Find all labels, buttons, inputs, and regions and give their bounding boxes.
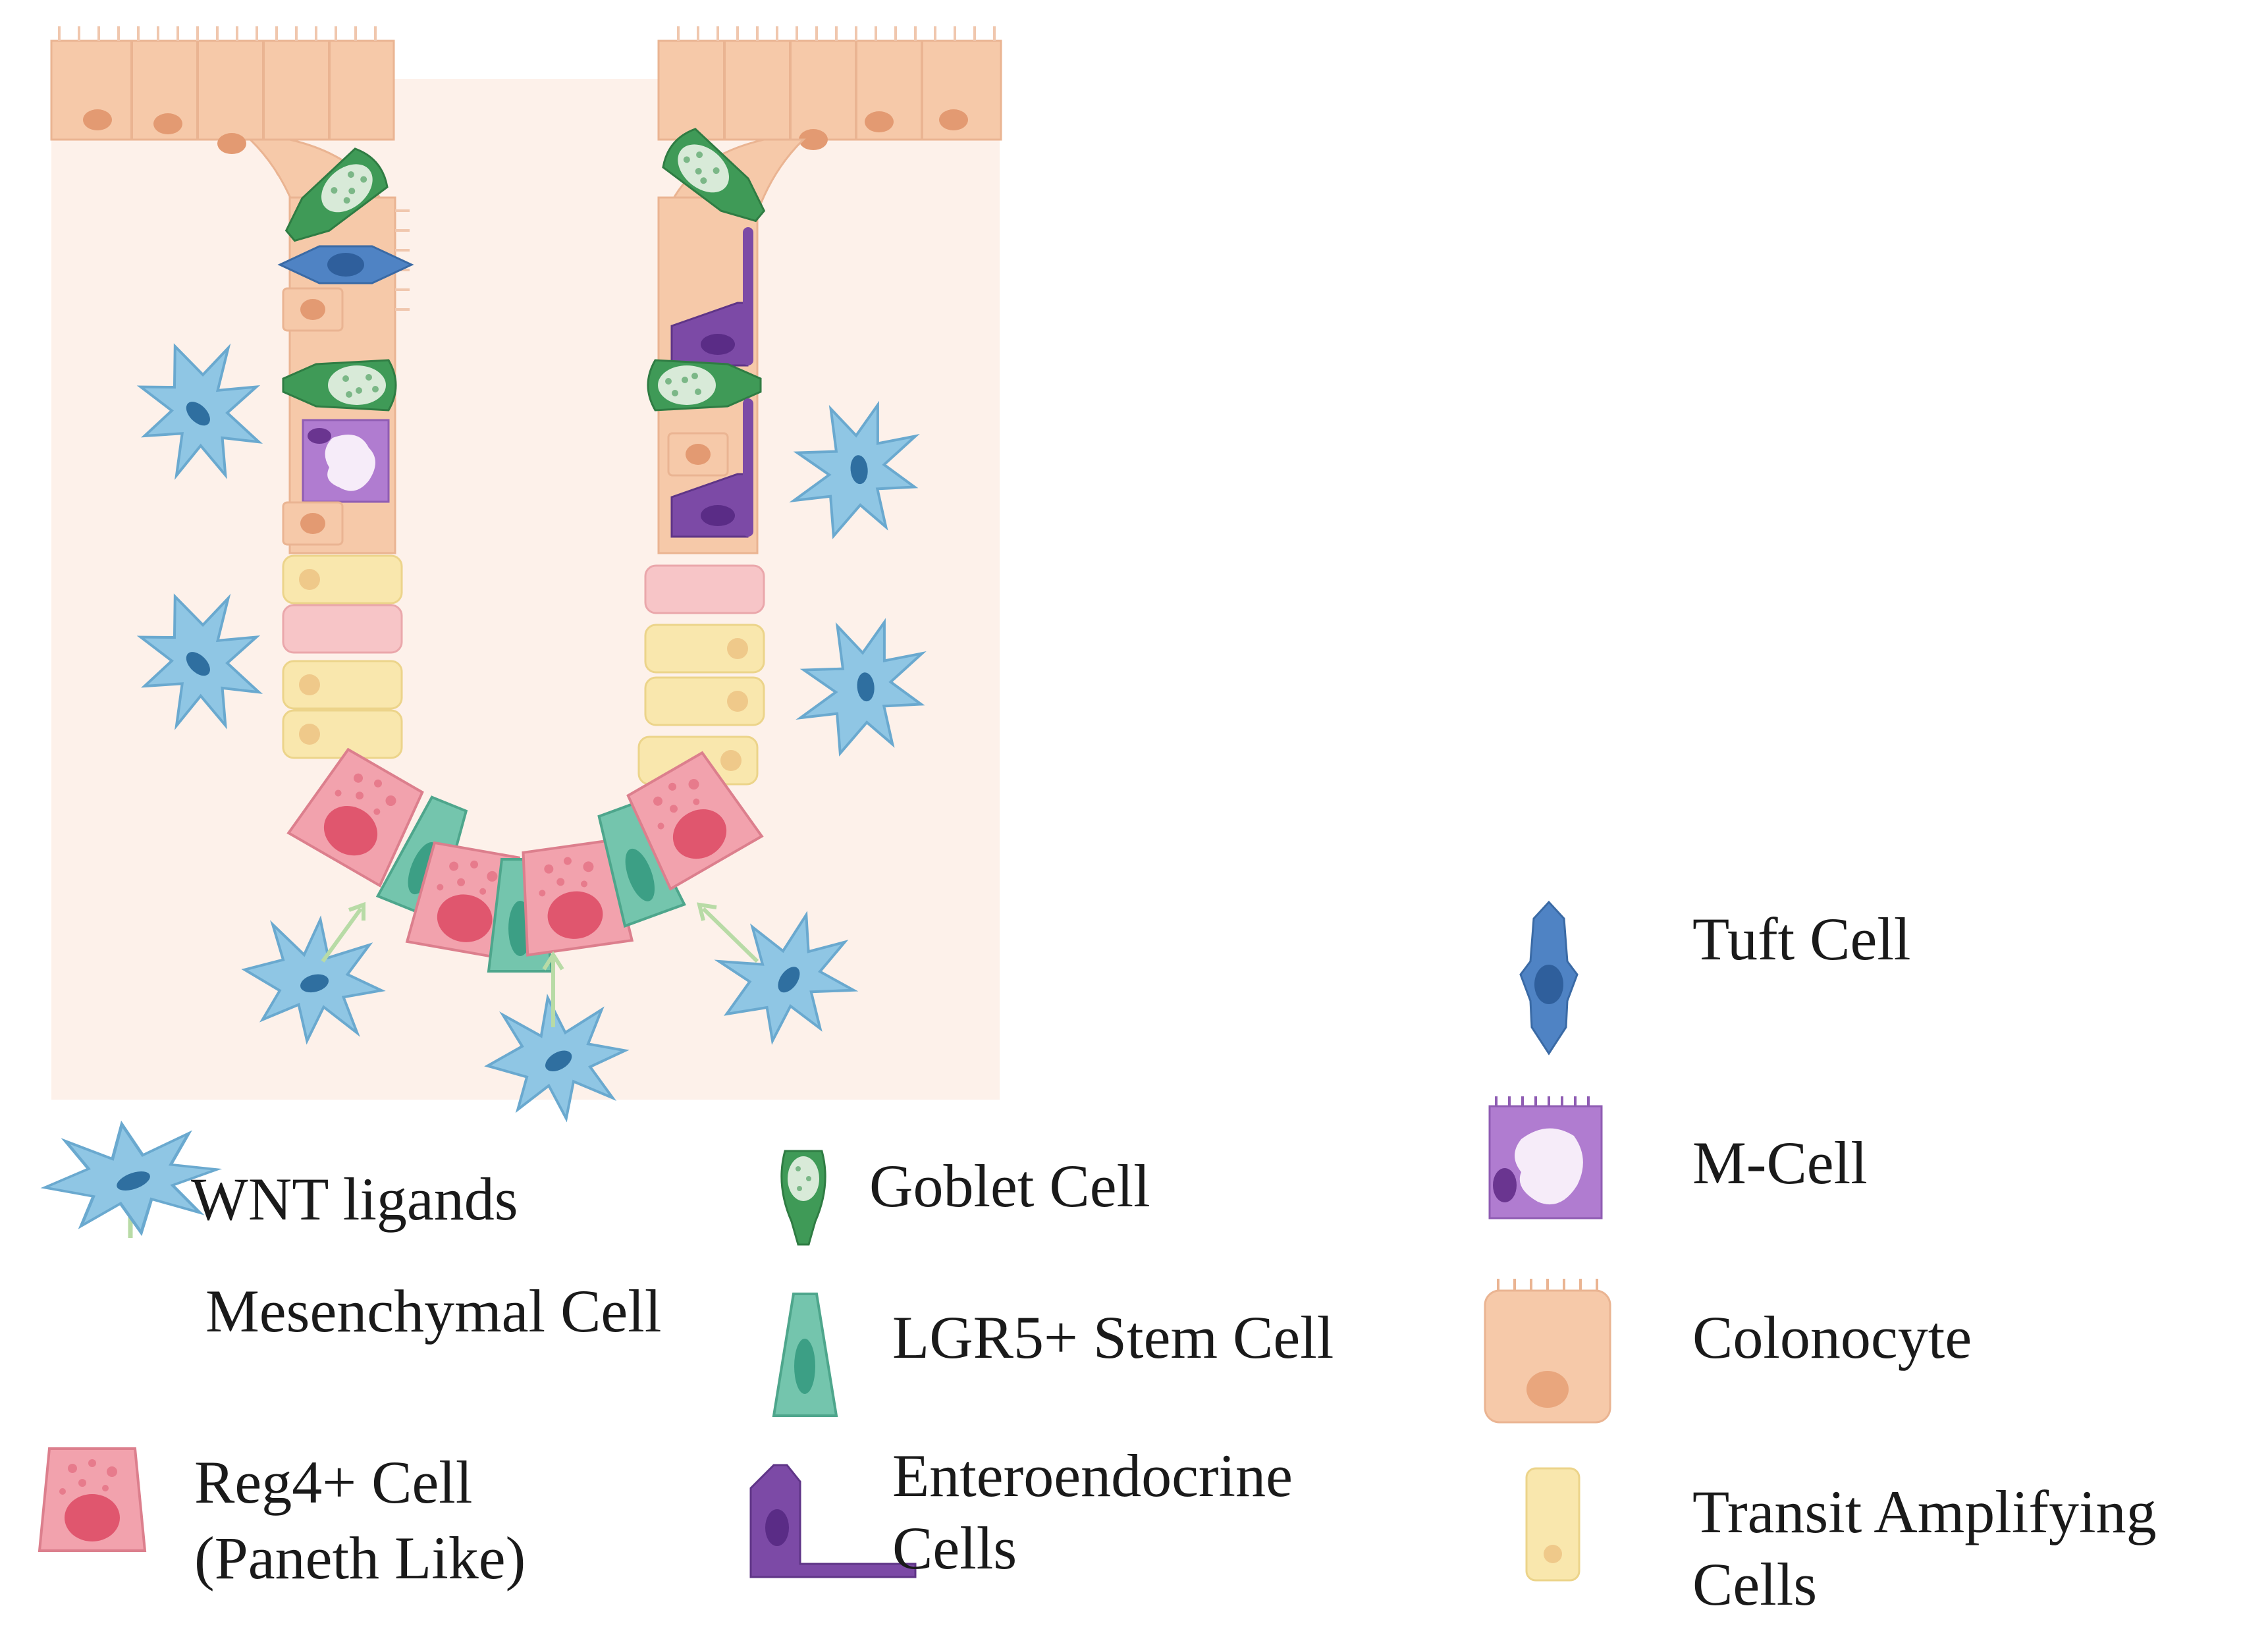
legend-label-colonocyte: Colonocyte bbox=[1692, 1304, 1972, 1371]
goblet-cell-icon bbox=[780, 1150, 826, 1246]
legend-label-reg4-line1: Reg4+ Cell bbox=[194, 1449, 473, 1516]
transit-amplifying-cell-icon bbox=[1525, 1467, 1580, 1582]
legend-label-lgr5: LGR5+ Stem Cell bbox=[892, 1304, 1334, 1371]
crypt-wall-left bbox=[273, 143, 413, 554]
enteroendocrine-cell-icon bbox=[749, 1464, 917, 1578]
tuft-cell-icon bbox=[1519, 900, 1579, 1056]
legend-label-enteroendocrine-line2: Cells bbox=[892, 1514, 1017, 1582]
legend-label-reg4-line2: (Paneth Like) bbox=[194, 1524, 526, 1592]
m-cell-icon bbox=[1488, 1096, 1603, 1219]
legend-label-goblet: Goblet Cell bbox=[869, 1152, 1150, 1219]
colonocyte-icon bbox=[1484, 1279, 1611, 1424]
reg4-cell-icon bbox=[38, 1447, 146, 1552]
legend-label-enteroendocrine-line1: Enteroendocrine bbox=[892, 1442, 1293, 1509]
stem-cell-icon bbox=[772, 1293, 838, 1417]
legend-label-transit-line1: Transit Amplifying bbox=[1692, 1478, 2157, 1545]
crypt-wall-right bbox=[647, 123, 777, 554]
legend-label-transit-line2: Cells bbox=[1692, 1551, 1818, 1618]
legend-label-wnt: WNT ligands bbox=[191, 1165, 518, 1233]
wnt-arrows bbox=[321, 901, 759, 1027]
legend-label-mesenchymal: Mesenchymal Cell bbox=[205, 1277, 662, 1345]
legend-label-tuft: Tuft Cell bbox=[1692, 905, 1911, 973]
legend-label-mcell: M-Cell bbox=[1692, 1129, 1868, 1196]
